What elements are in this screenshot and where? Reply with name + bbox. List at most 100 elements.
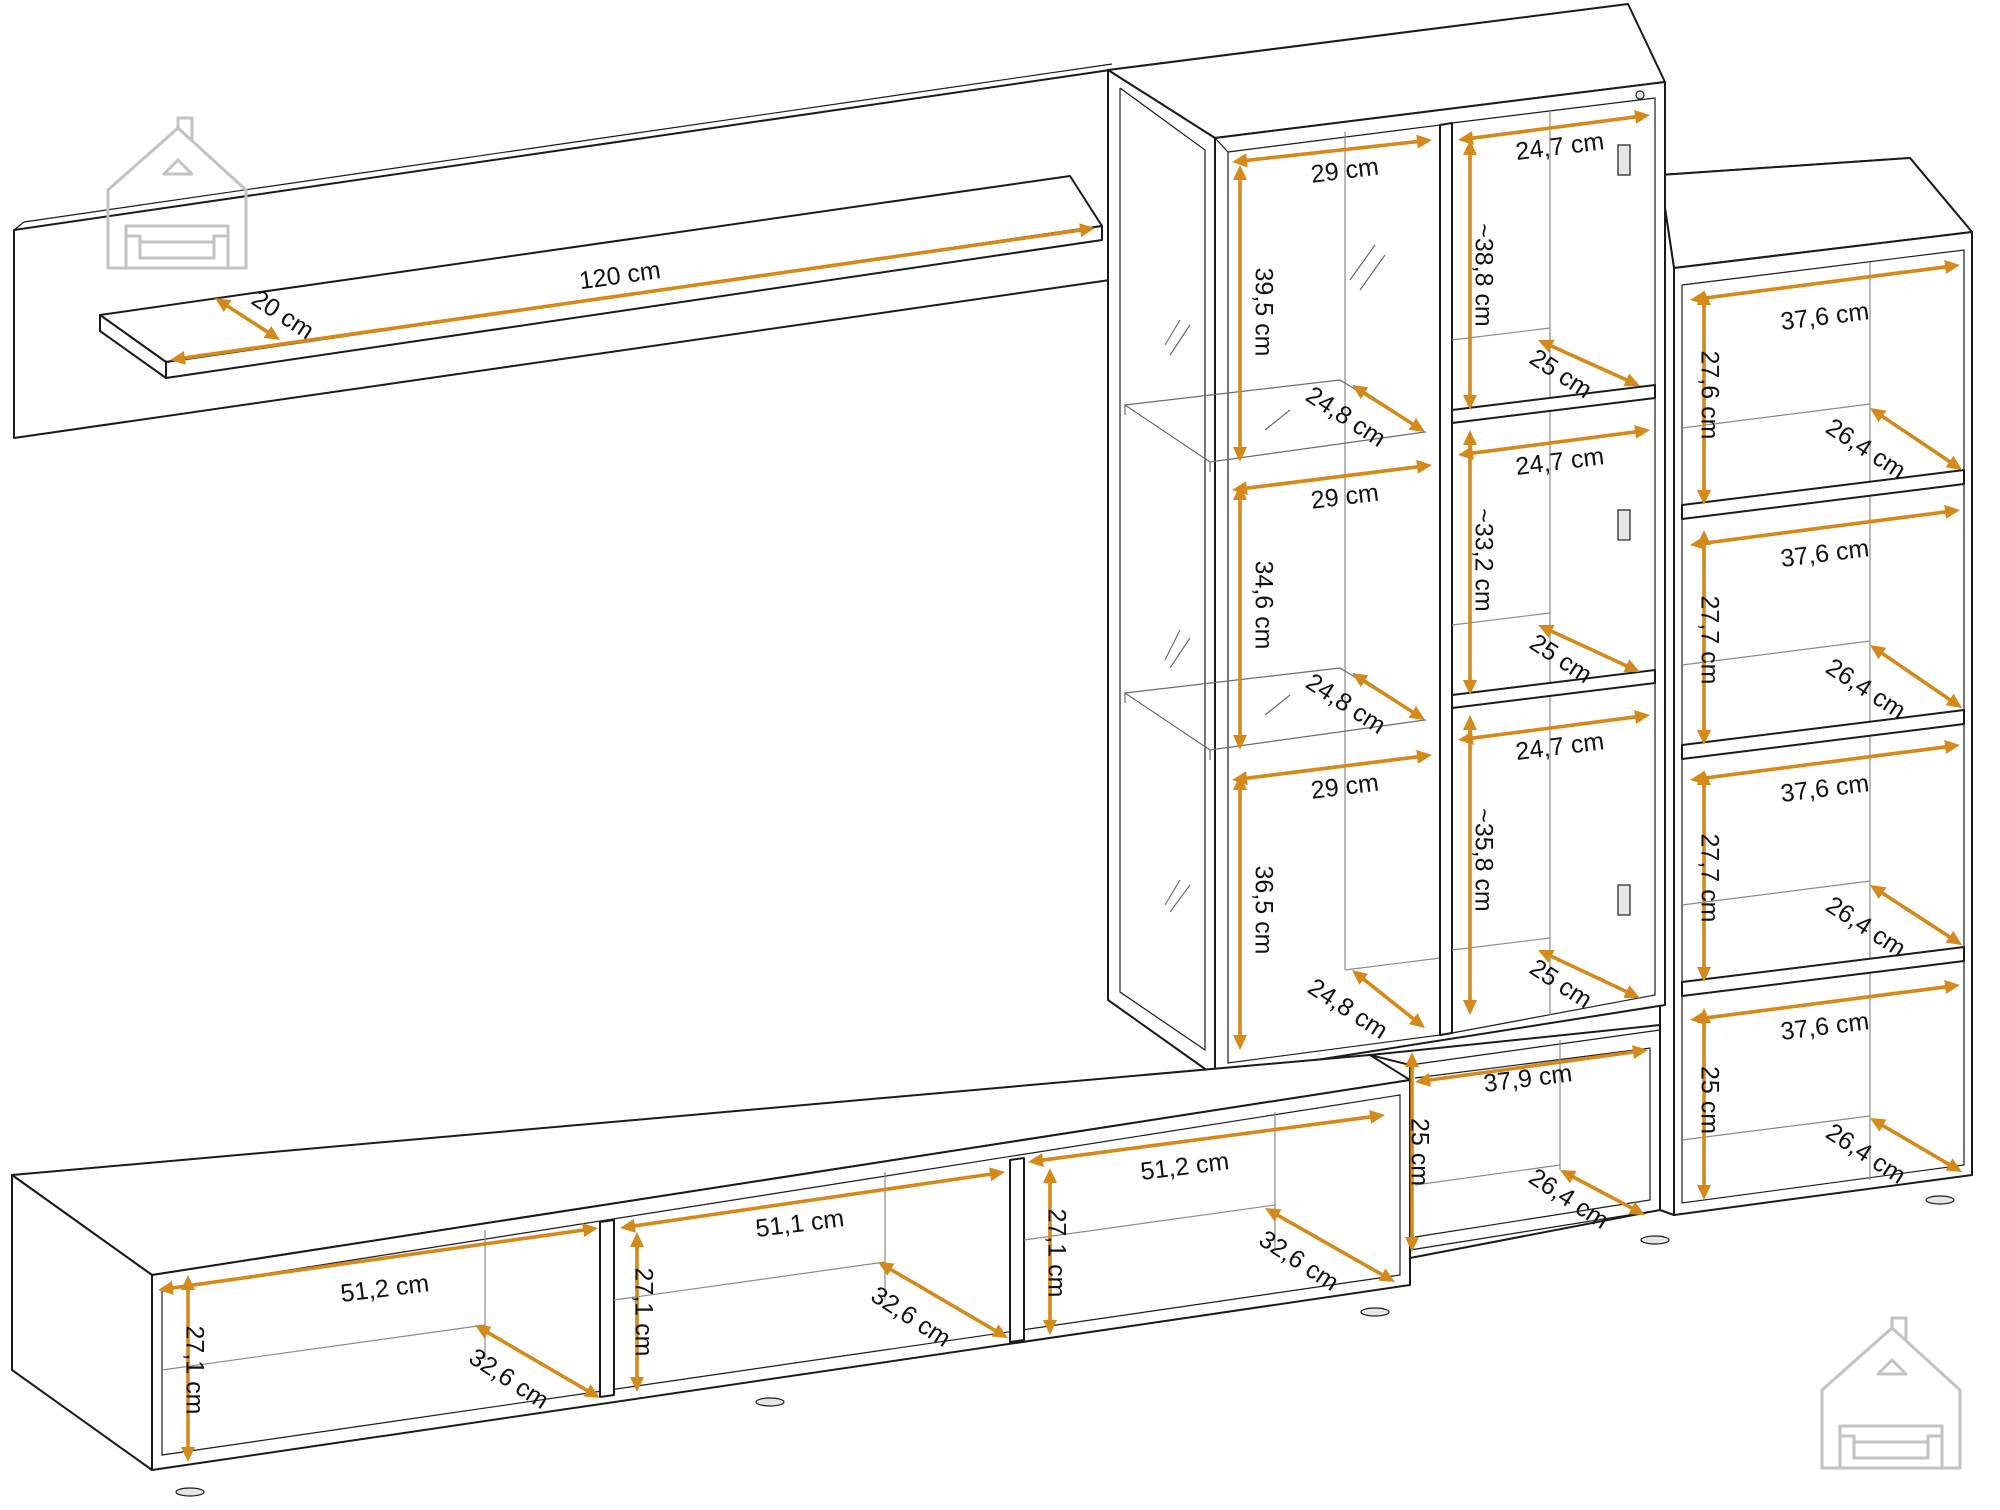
dimension-line [1360,677,1417,716]
arrow-head [1634,709,1650,724]
dimension-line [1700,744,1950,781]
arrow-head [1623,659,1640,673]
dimension-line [1700,264,1950,301]
house-sofa-logo-icon [106,116,248,270]
arrow-head [1634,424,1650,439]
arrow-head [1232,153,1248,168]
arrow-head [1408,417,1425,432]
arrow-head [1463,395,1477,410]
arrow-head [1079,223,1095,238]
dimension-line [1468,429,1640,456]
arrow-head [215,298,232,313]
dimension-line [630,1171,995,1229]
arrow-head [1415,1073,1431,1087]
dimension-line [180,227,1085,361]
dimension-vitrine-bottom-width: 29 cm [1232,749,1432,805]
arrow-head [1697,1185,1711,1200]
dimension-line [1878,412,1954,466]
arrow-head [1378,1268,1395,1282]
tall-cabinet [1659,157,1973,1216]
arrow-head [1463,430,1477,445]
arrow-head [1697,967,1711,982]
dimension-tv-comp2-height: 27,1 cm [629,1232,657,1392]
arrow-head [1697,530,1711,545]
arrow-head [630,1232,644,1247]
dimension-line [1700,509,1950,546]
arrow-head [1697,770,1711,785]
dimension-line [1273,1212,1387,1278]
dimension-tv-comp1-height: 27,1 cm [180,1275,208,1462]
arrow-head [1945,455,1962,470]
arrow-head [1408,1013,1425,1028]
arrow-head [1463,1000,1477,1015]
arrow-head [1697,730,1711,745]
arrow-head [1416,749,1432,764]
vitrine-cabinet [1107,3,1666,1077]
arrow-head [1945,1158,1962,1172]
dimension-label: 39,5 cm [1249,268,1277,357]
arrow-head [1944,739,1960,754]
dimension-line [1468,714,1640,741]
dimension-label: ~33,2 cm [1469,508,1497,612]
arrow-head [1623,373,1640,387]
arrow-head [1628,1201,1645,1215]
arrow-head [1043,1320,1057,1335]
dimension-label: 25 cm [1405,1118,1433,1186]
arrow-head [1560,1170,1577,1184]
arrow-head [1463,715,1477,730]
arrow-head [1538,339,1555,353]
arrow-head [1944,979,1960,994]
dimension-line [483,1329,592,1394]
dimension-line [1547,628,1631,669]
house-sofa-logo-icon [1820,1316,1962,1470]
dimension-tall-top-height: ~38,8 cm [1463,140,1497,410]
dimension-vitrine-mid-height: 34,6 cm [1233,485,1277,750]
arrow-head [1634,109,1650,124]
arrow-head [1697,1008,1711,1023]
arrow-head [1945,930,1962,945]
arrow-head [1369,1110,1385,1124]
arrow-head [1870,1118,1887,1132]
dimension-shelf-row4-height: 25 cm [1695,1008,1723,1200]
arrow-head [620,1218,636,1233]
dimension-line [1242,754,1422,781]
arrow-head [1028,1153,1044,1167]
arrow-head [582,1223,598,1238]
arrow-head [991,1324,1008,1338]
arrow-head [1870,645,1887,660]
arrow-head [1697,490,1711,505]
dimension-line [1359,975,1418,1023]
dimension-label: 36,5 cm [1249,866,1277,955]
arrow-head [158,1280,174,1295]
arrow-head [1870,408,1887,423]
dimension-label: 27,7 cm [1695,596,1723,685]
dimension-tall-mid-height: ~33,2 cm [1463,430,1497,695]
arrow-head [1233,1035,1247,1050]
dimension-shelf-row3-height: 27,7 cm [1695,770,1723,982]
arrow-head [630,1377,644,1392]
dimension-line [1700,984,1950,1021]
dimension-line [1242,464,1422,491]
arrow-head [1944,504,1960,519]
arrow-head [583,1384,600,1398]
arrow-head [1463,140,1477,155]
arrow-head [1870,885,1887,900]
dimension-vitrine-top-height: 39,5 cm [1233,165,1277,462]
arrow-head [1233,485,1247,500]
arrow-head [170,350,186,365]
arrow-head [1945,693,1962,708]
arrow-head [1352,673,1369,688]
dimension-label: 27,1 cm [1042,1209,1070,1298]
dimension-vitrine-bottom-height: 36,5 cm [1233,775,1277,1050]
dimension-label: 27,7 cm [1695,834,1723,923]
arrow-head [475,1325,492,1339]
dimension-label: ~38,8 cm [1469,223,1497,327]
arrow-head [989,1167,1005,1182]
arrow-head [878,1262,895,1276]
dimension-label: 25 cm [1695,1066,1723,1134]
dimension-line [1242,139,1422,163]
dimension-line [886,1266,1000,1334]
arrow-head [1233,735,1247,750]
